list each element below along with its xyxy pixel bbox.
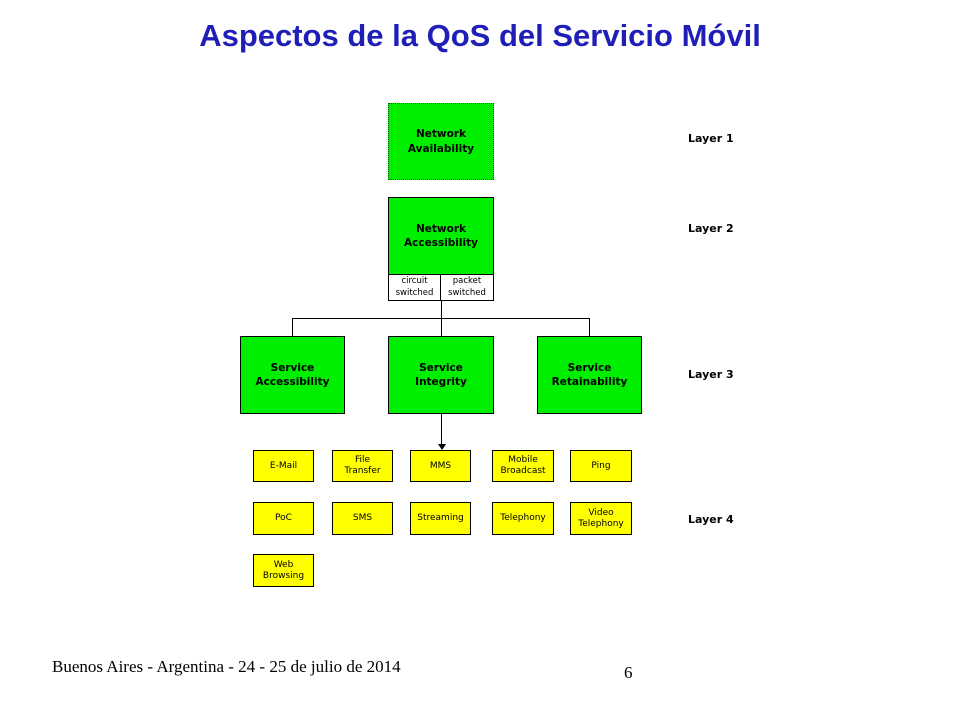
packet-switched-box: packet switched <box>440 274 494 301</box>
layer-1-label: Layer 1 <box>688 132 734 145</box>
ping-box: Ping <box>570 450 632 482</box>
file-transfer-box: File Transfer <box>332 450 393 482</box>
telephony-label: Telephony <box>500 513 546 524</box>
streaming-box: Streaming <box>410 502 471 535</box>
file-transfer-label: File Transfer <box>344 455 381 476</box>
sms-label: SMS <box>352 513 373 524</box>
horizontal-connector <box>292 318 590 319</box>
service-accessibility-box: Service Accessibility <box>240 336 345 414</box>
service-integrity-label: Service Integrity <box>415 361 467 388</box>
right-branch-connector <box>589 318 590 337</box>
arrow-head-icon <box>438 444 446 450</box>
email-box: E-Mail <box>253 450 314 482</box>
ping-label: Ping <box>591 460 611 471</box>
layer-2-label: Layer 2 <box>688 222 734 235</box>
network-availability-label: Network Availability <box>407 128 475 155</box>
circuit-switched-label: circuit switched <box>395 276 434 298</box>
mms-box: MMS <box>410 450 471 482</box>
web-browsing-label: Web Browsing <box>262 559 305 581</box>
packet-switched-label: packet switched <box>448 276 486 298</box>
sms-box: SMS <box>332 502 393 535</box>
mms-label: MMS <box>429 460 452 471</box>
footer-text: Buenos Aires - Argentina - 24 - 25 de ju… <box>52 657 401 676</box>
poc-label: PoC <box>275 513 292 524</box>
slide-title: Aspectos de la QoS del Servicio Móvil <box>199 18 761 53</box>
page-number: 6 <box>624 663 633 682</box>
telephony-box: Telephony <box>492 502 554 535</box>
service-retainability-box: Service Retainability <box>537 336 642 414</box>
network-accessibility-label: Network Accessibility <box>404 222 478 249</box>
video-telephony-box: Video Telephony <box>570 502 632 535</box>
poc-box: PoC <box>253 502 314 535</box>
streaming-label: Streaming <box>417 513 464 524</box>
email-label: E-Mail <box>269 460 298 471</box>
network-availability-box: Network Availability <box>388 103 494 180</box>
service-integrity-box: Service Integrity <box>388 336 494 414</box>
mobile-broadcast-box: Mobile Broadcast <box>492 450 554 482</box>
network-accessibility-box: Network Accessibility <box>388 197 494 275</box>
service-retainability-label: Service Retainability <box>551 361 628 388</box>
service-accessibility-label: Service Accessibility <box>255 361 330 388</box>
layer-3-label: Layer 3 <box>688 368 734 381</box>
left-branch-connector <box>292 318 293 337</box>
layer-4-label: Layer 4 <box>688 513 734 526</box>
mobile-broadcast-label: Mobile Broadcast <box>500 455 546 476</box>
web-browsing-box: Web Browsing <box>253 554 314 587</box>
circuit-switched-box: circuit switched <box>388 274 441 301</box>
video-telephony-label: Video Telephony <box>578 507 624 529</box>
